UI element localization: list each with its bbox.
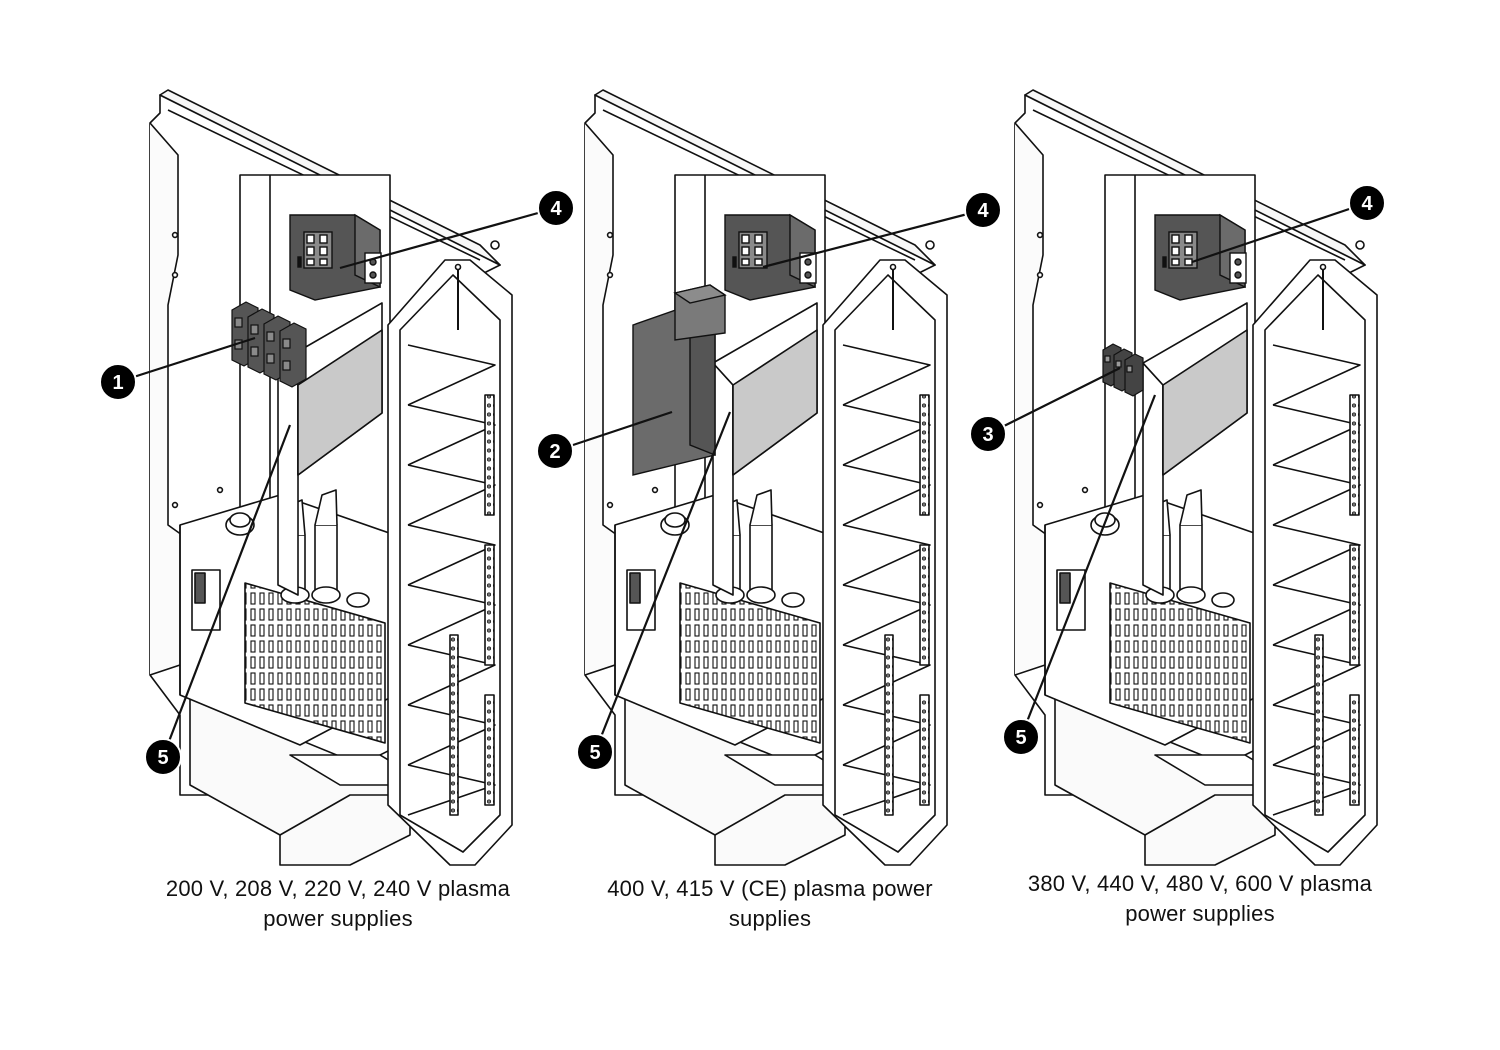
panel-low-voltage [149, 89, 513, 866]
callout-circle [1348, 184, 1386, 222]
panel-high-voltage [1014, 89, 1378, 866]
callout-5: 5 [144, 424, 292, 776]
callout-number: 2 [549, 441, 560, 463]
callout-number: 4 [1361, 193, 1373, 215]
callout-4: 4 [762, 191, 1002, 269]
callout-circle [1002, 718, 1040, 756]
caption-line: 200 V, 208 V, 220 V, 240 V plasma [165, 876, 511, 901]
callout-3: 3 [969, 367, 1121, 453]
caption-line: power supplies [1125, 901, 1275, 926]
small-terminal-block [1102, 343, 1144, 397]
leader-line [339, 206, 557, 270]
callout-number: 5 [589, 742, 600, 764]
callout-number: 3 [982, 424, 993, 446]
panel-ce [584, 89, 948, 866]
caption-ce: 400 V, 415 V (CE) plasma power supplies [560, 874, 980, 934]
callout-1: 1 [99, 336, 256, 401]
leader-line [117, 336, 256, 384]
transformer [632, 284, 727, 476]
callout-5: 5 [1002, 394, 1157, 756]
callout-4: 4 [339, 189, 575, 270]
callout-4: 4 [1191, 184, 1386, 264]
leader-line [987, 367, 1121, 435]
callout-number: 4 [977, 200, 989, 222]
caption-high-voltage: 380 V, 440 V, 480 V, 600 V plasma power … [990, 869, 1410, 929]
terminal-block [231, 301, 307, 388]
callout-number: 5 [157, 747, 168, 769]
callout-circle [537, 189, 575, 227]
leader-line [161, 424, 292, 758]
callout-circle [536, 432, 574, 470]
caption-low-voltage: 200 V, 208 V, 220 V, 240 V plasma power … [128, 874, 548, 934]
caption-line: power supplies [263, 906, 413, 931]
callout-number: 4 [550, 198, 562, 220]
callout-circle [969, 415, 1007, 453]
callout-2: 2 [536, 410, 673, 470]
leader-line [554, 410, 673, 453]
leader-line [593, 411, 732, 753]
callout-circle [964, 191, 1002, 229]
caption-line: 380 V, 440 V, 480 V, 600 V plasma [1027, 871, 1373, 896]
callout-circle [576, 733, 614, 771]
callout-number: 5 [1015, 727, 1026, 749]
caption-line: 400 V, 415 V (CE) plasma power [607, 876, 933, 901]
leader-line [1019, 394, 1157, 738]
leader-line [762, 208, 984, 269]
caption-line: supplies [728, 906, 812, 931]
callout-number: 1 [112, 372, 123, 394]
callout-5: 5 [576, 411, 732, 771]
callout-circle [144, 738, 182, 776]
leader-line [1191, 201, 1368, 264]
callout-circle [99, 363, 137, 401]
